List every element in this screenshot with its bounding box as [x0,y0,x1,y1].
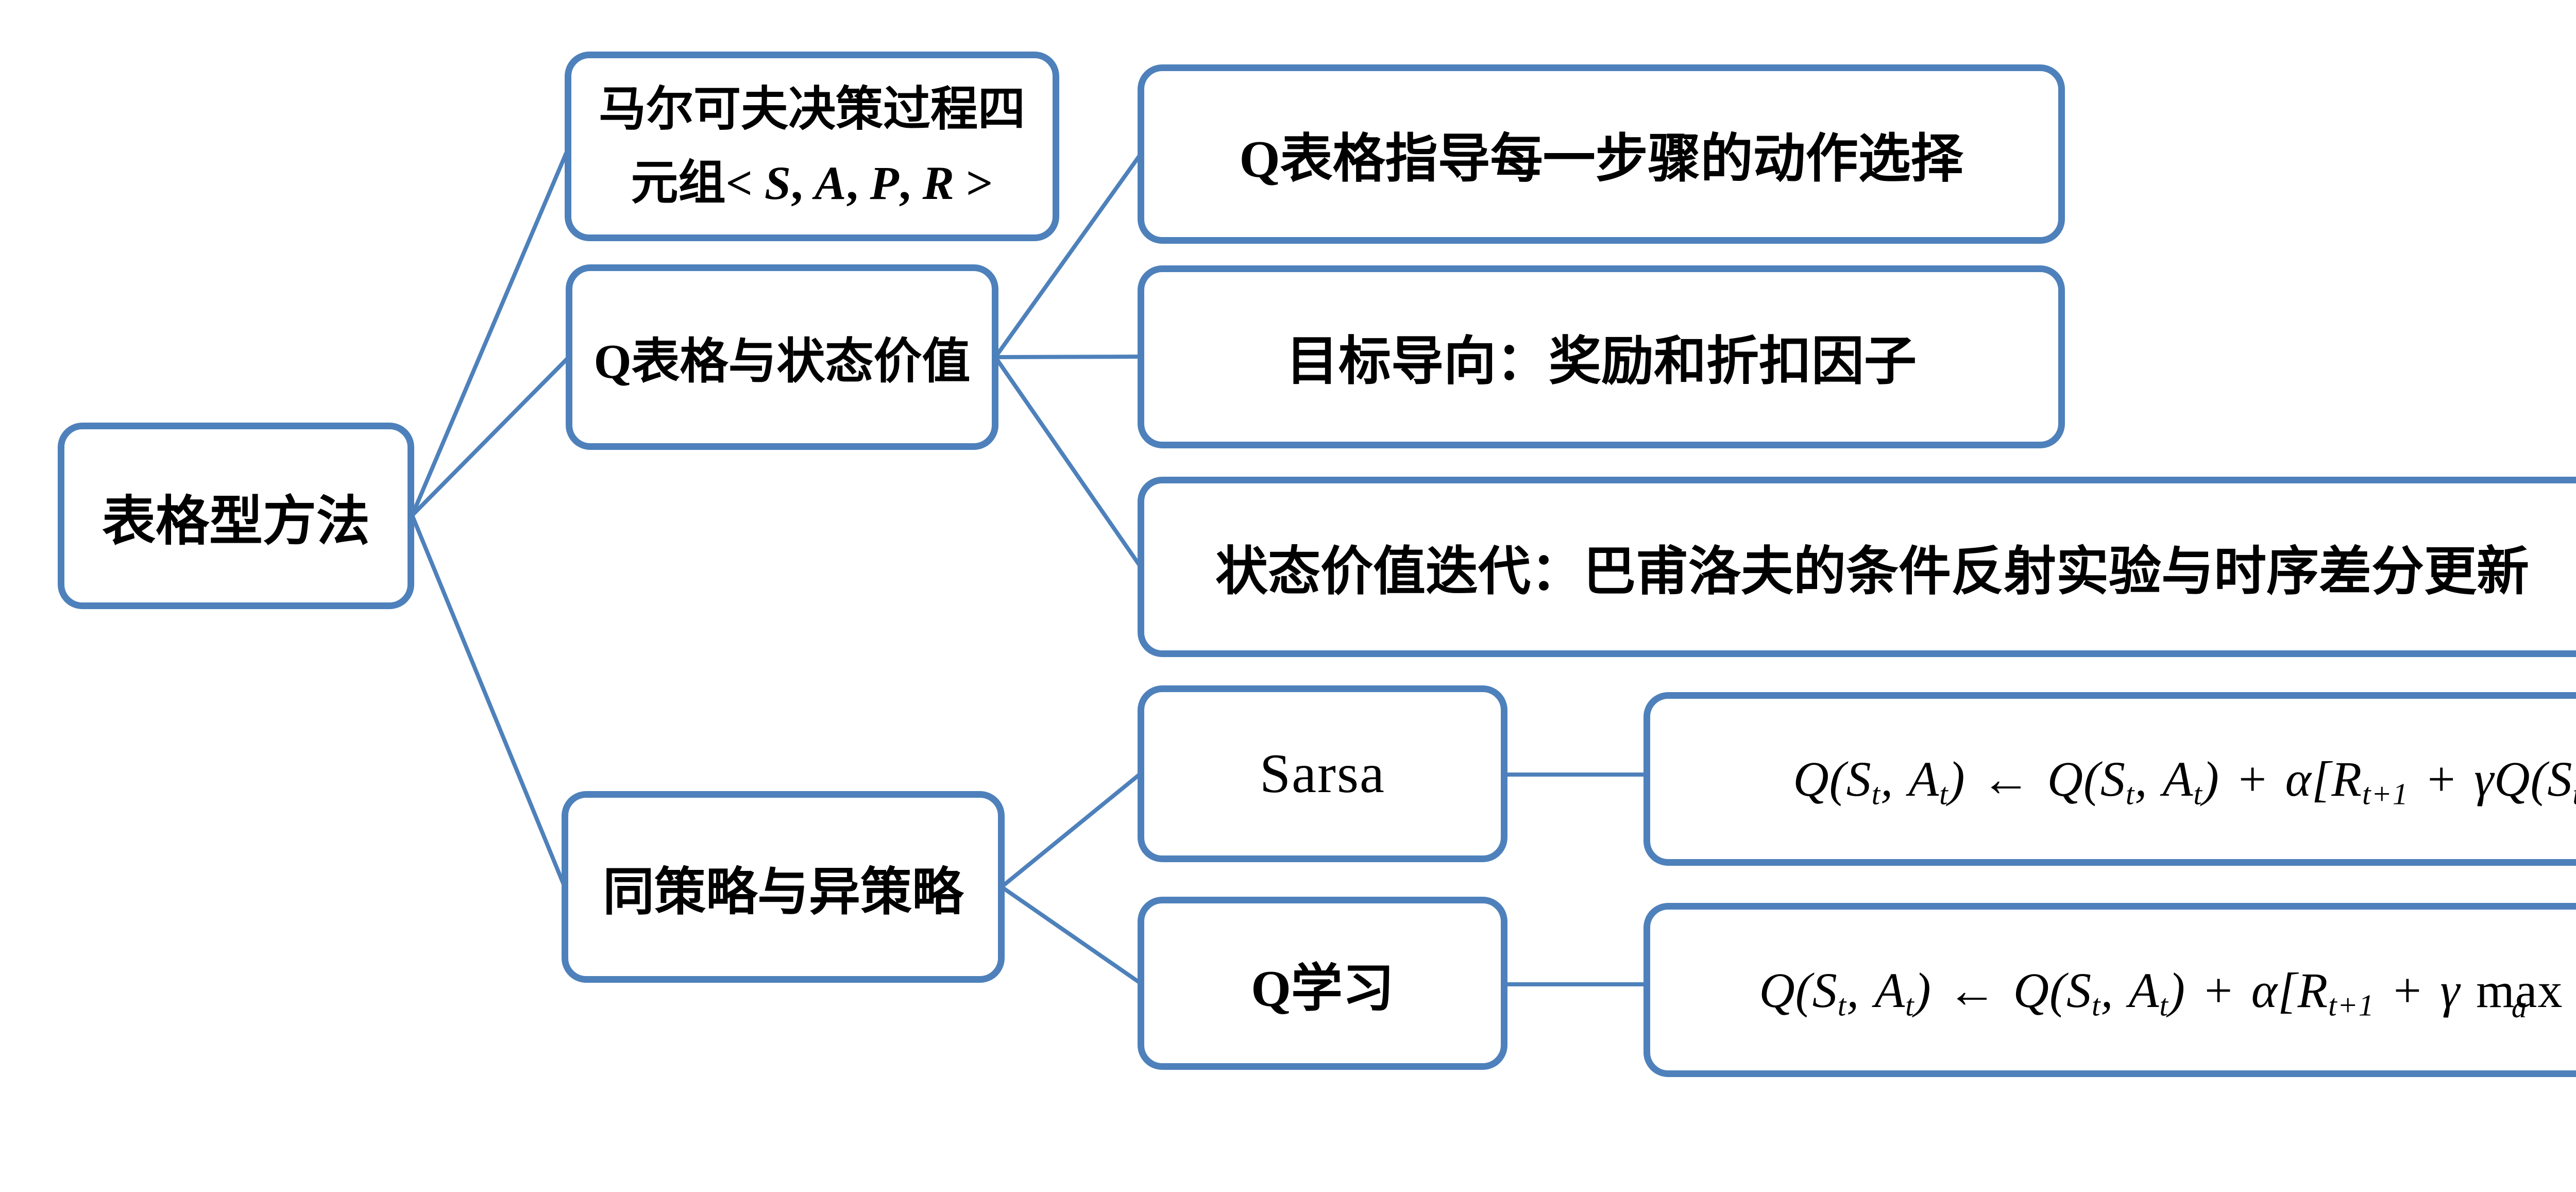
connector-root-policy [410,513,567,889]
node-label: Q表格与状态价值 [594,335,971,389]
node-label: 表格型方法 [101,492,370,551]
node-on-off-policy: 同策略与异策略 [562,791,1005,983]
node-qtable-action-selection: Q表格指导每一步骤的动作选择 [1138,64,2065,244]
connector-qtable-valueiter [993,355,1143,569]
node-label: 同策略与异策略 [603,863,963,921]
connector-root-qtable [410,355,571,517]
node-label: 状态价值迭代：巴甫洛夫的条件反射实验与时序差分更新 [1215,543,2529,601]
node-sarsa: Sarsa [1138,685,1507,862]
connector-qtable-qguide [993,152,1143,359]
node-root-tabular-methods: 表格型方法 [58,423,414,609]
node-qtable-state-value: Q表格与状态价值 [566,264,998,450]
node-label: Q学习 [1251,960,1394,1017]
node-label: 目标导向：奖励和折扣因子 [1286,333,1917,391]
formula-text: Q(St, At) ← Q(St, At) + α[Rt+1 + γQ(St+1… [1793,751,2576,811]
mdp-line-1: 马尔可夫决策过程四 [598,83,1025,136]
connector-root-mdp [410,147,570,517]
node-state-value-iteration: 状态价值迭代：巴甫洛夫的条件反射实验与时序差分更新 [1138,477,2576,657]
connector-policy-qlearn [999,885,1143,985]
node-q-learning: Q学习 [1138,897,1507,1070]
mdp-line-2: 元组< S, A, P, R > [631,157,993,209]
connector-policy-sarsa [999,771,1143,889]
node-mdp-quadruple: 马尔可夫决策过程四 元组< S, A, P, R > [565,52,1059,241]
node-label: 马尔可夫决策过程四 元组< S, A, P, R > [599,73,1025,220]
node-label: Sarsa [1260,743,1385,804]
node-goal-oriented: 目标导向：奖励和折扣因子 [1138,265,2065,448]
node-sarsa-update-formula: Q(St, At) ← Q(St, At) + α[Rt+1 + γQ(St+1… [1643,692,2576,866]
node-label: Q表格指导每一步骤的动作选择 [1239,130,1963,189]
